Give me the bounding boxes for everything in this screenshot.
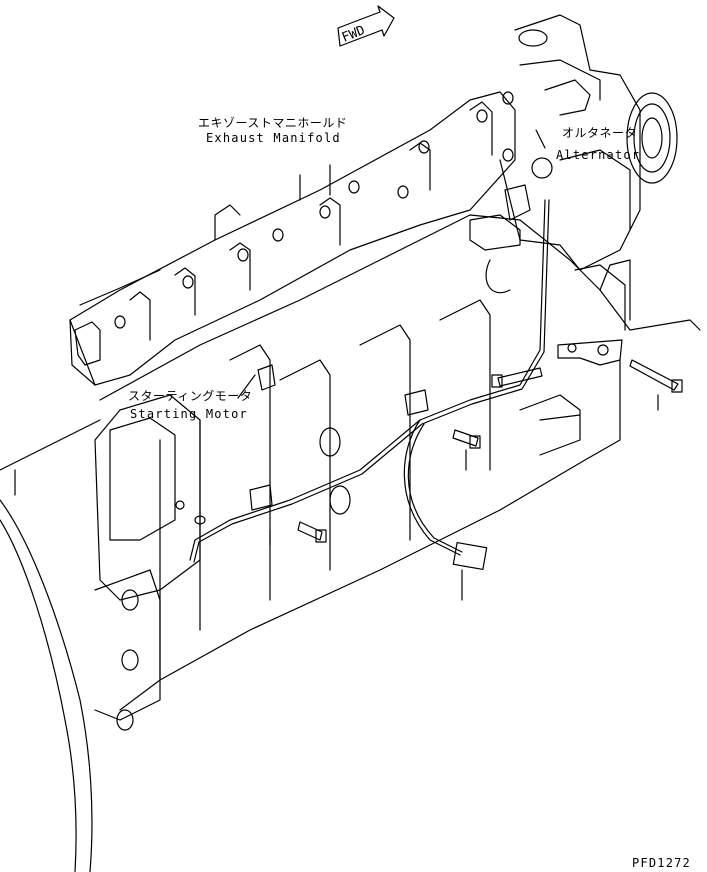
drawing-code: PFD1272 xyxy=(632,856,691,870)
fwd-arrow-label: FWD xyxy=(340,23,368,46)
fwd-arrow: FWD xyxy=(337,5,395,47)
starting-motor-label-jp: スターティングモータ xyxy=(128,389,253,403)
starting-motor-label-en: Starting Motor xyxy=(130,407,248,421)
exhaust-manifold xyxy=(69,91,516,386)
alternator-label-jp: オルタネータ xyxy=(562,126,638,140)
alternator-label-en: Alternator xyxy=(556,148,641,162)
exhaust-manifold-label-en: Exhaust Manifold xyxy=(206,131,341,145)
bolts xyxy=(175,339,683,543)
engine-block xyxy=(99,214,701,711)
wiring-harness xyxy=(189,184,550,571)
alternator xyxy=(499,14,678,271)
flywheel-housing xyxy=(0,394,201,872)
leader-lines xyxy=(237,129,659,601)
exhaust-manifold-label-jp: エキゾーストマニホールド xyxy=(198,116,348,130)
